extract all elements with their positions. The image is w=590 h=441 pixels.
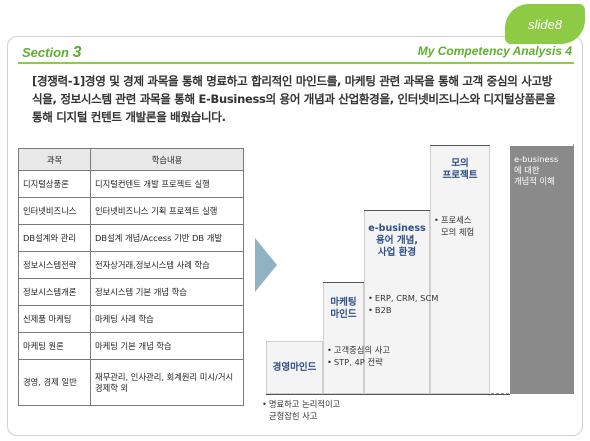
bullet-item-cont: 균형잡힌 사고 — [269, 411, 318, 421]
course-cell: 신제품 마케팅 — [18, 305, 91, 333]
table-row: 마케팅 원론 마케팅 기본 개념 학습 — [18, 332, 244, 360]
bullet-item: 고객중심의 사고 — [327, 344, 390, 356]
bullet-item-cont: 모의 체험 — [441, 227, 475, 237]
header-divider — [18, 62, 574, 64]
step-line — [430, 145, 490, 146]
content-cell: 정보시스템 기본 개념 학습 — [90, 278, 244, 306]
final-understanding-box: e-business 에 대한 개념적 이해 — [510, 146, 574, 394]
step-label: e-business 용어 개념, 사업 환경 — [368, 223, 426, 258]
table-header-row: 과목 학습내용 — [18, 148, 244, 171]
header-course: 과목 — [18, 148, 91, 171]
section-number: 3 — [72, 44, 82, 61]
table-row: 디지털상품론 디지털컨텐트 개발 프로젝트 실행 — [18, 170, 244, 198]
course-cell: 인터넷비즈니스 — [18, 197, 91, 225]
course-table: 과목 학습내용 디지털상품론 디지털컨텐트 개발 프로젝트 실행 인터넷비즈니스… — [18, 148, 244, 406]
step-label: 모의 프로젝트 — [442, 158, 478, 181]
section-prefix: Section — [22, 45, 69, 60]
course-cell: DB설계와 관리 — [18, 224, 91, 252]
content-cell: 재무관리, 인사관리, 회계원리 미시/거시 경제학 외 — [90, 359, 244, 406]
content-cell: DB설계 개념/Access 기반 DB 개발 — [90, 224, 244, 252]
intro-text: [경쟁력-1]경영 및 경제 과목을 통해 명료하고 합리적인 마인드를, 마케… — [32, 74, 556, 124]
bullets-thinking: 명료하고 논리적이고 균형잡힌 사고 — [262, 398, 340, 422]
table-row: 정보시스템전략 전자상거래,정보시스템 사례 학습 — [18, 251, 244, 279]
course-cell: 정보시스템전략 — [18, 251, 91, 279]
bullet-item: 프로세스 — [434, 214, 474, 226]
table-row: DB설계와 관리 DB설계 개념/Access 기반 DB 개발 — [18, 224, 244, 252]
right-arrow-icon — [255, 238, 277, 292]
header-content: 학습내용 — [90, 148, 244, 171]
content-cell: 마케팅 기본 개념 학습 — [90, 332, 244, 360]
content-cell: 전자상거래,정보시스템 사례 학습 — [90, 251, 244, 279]
step-label: 마케팅 마인드 — [330, 297, 357, 320]
bullets-marketing: ERP, CRM, SCM B2B — [368, 292, 439, 316]
course-cell: 정보시스템개론 — [18, 278, 91, 306]
table-row: 경영, 경제 일반 재무관리, 인사관리, 회계원리 미시/거시 경제학 외 — [18, 359, 244, 406]
bullet-item: STP, 4P 전략 — [327, 356, 390, 368]
slide-badge: slide8 — [505, 4, 585, 44]
bullet-item: ERP, CRM, SCM — [368, 292, 439, 304]
bullet-item: 명료하고 논리적이고 — [262, 398, 340, 410]
course-cell: 마케팅 원론 — [18, 332, 91, 360]
step-line — [364, 210, 430, 211]
course-cell: 경영, 경제 일반 — [18, 359, 91, 406]
course-cell: 디지털상품론 — [18, 170, 91, 198]
step-mock-project: 모의 프로젝트 — [430, 145, 490, 394]
bullets-business: 고객중심의 사고 STP, 4P 전략 — [327, 344, 390, 368]
table-row: 신제품 마케팅 마케팅 사례 학습 — [18, 305, 244, 333]
content-cell: 인터넷비즈니스 기획 프로젝트 실행 — [90, 197, 244, 225]
content-cell: 디지털컨텐트 개발 프로젝트 실행 — [90, 170, 244, 198]
bullet-item: B2B — [368, 304, 438, 316]
table-row: 정보시스템개론 정보시스템 기본 개념 학습 — [18, 278, 244, 306]
step-line — [266, 394, 510, 395]
table-row: 인터넷비즈니스 인터넷비즈니스 기획 프로젝트 실행 — [18, 197, 244, 225]
content-cell: 마케팅 사례 학습 — [90, 305, 244, 333]
analysis-title: My Competency Analysis 4 — [417, 44, 572, 58]
step-business-mind: 경영마인드 — [266, 341, 323, 394]
step-line — [323, 282, 364, 283]
section-label: Section 3 — [22, 44, 82, 62]
step-label: 경영마인드 — [272, 361, 317, 373]
bullets-ebusiness: 프로세스 모의 체험 — [434, 214, 474, 238]
step-marketing-mind: 마케팅 마인드 — [323, 282, 364, 394]
